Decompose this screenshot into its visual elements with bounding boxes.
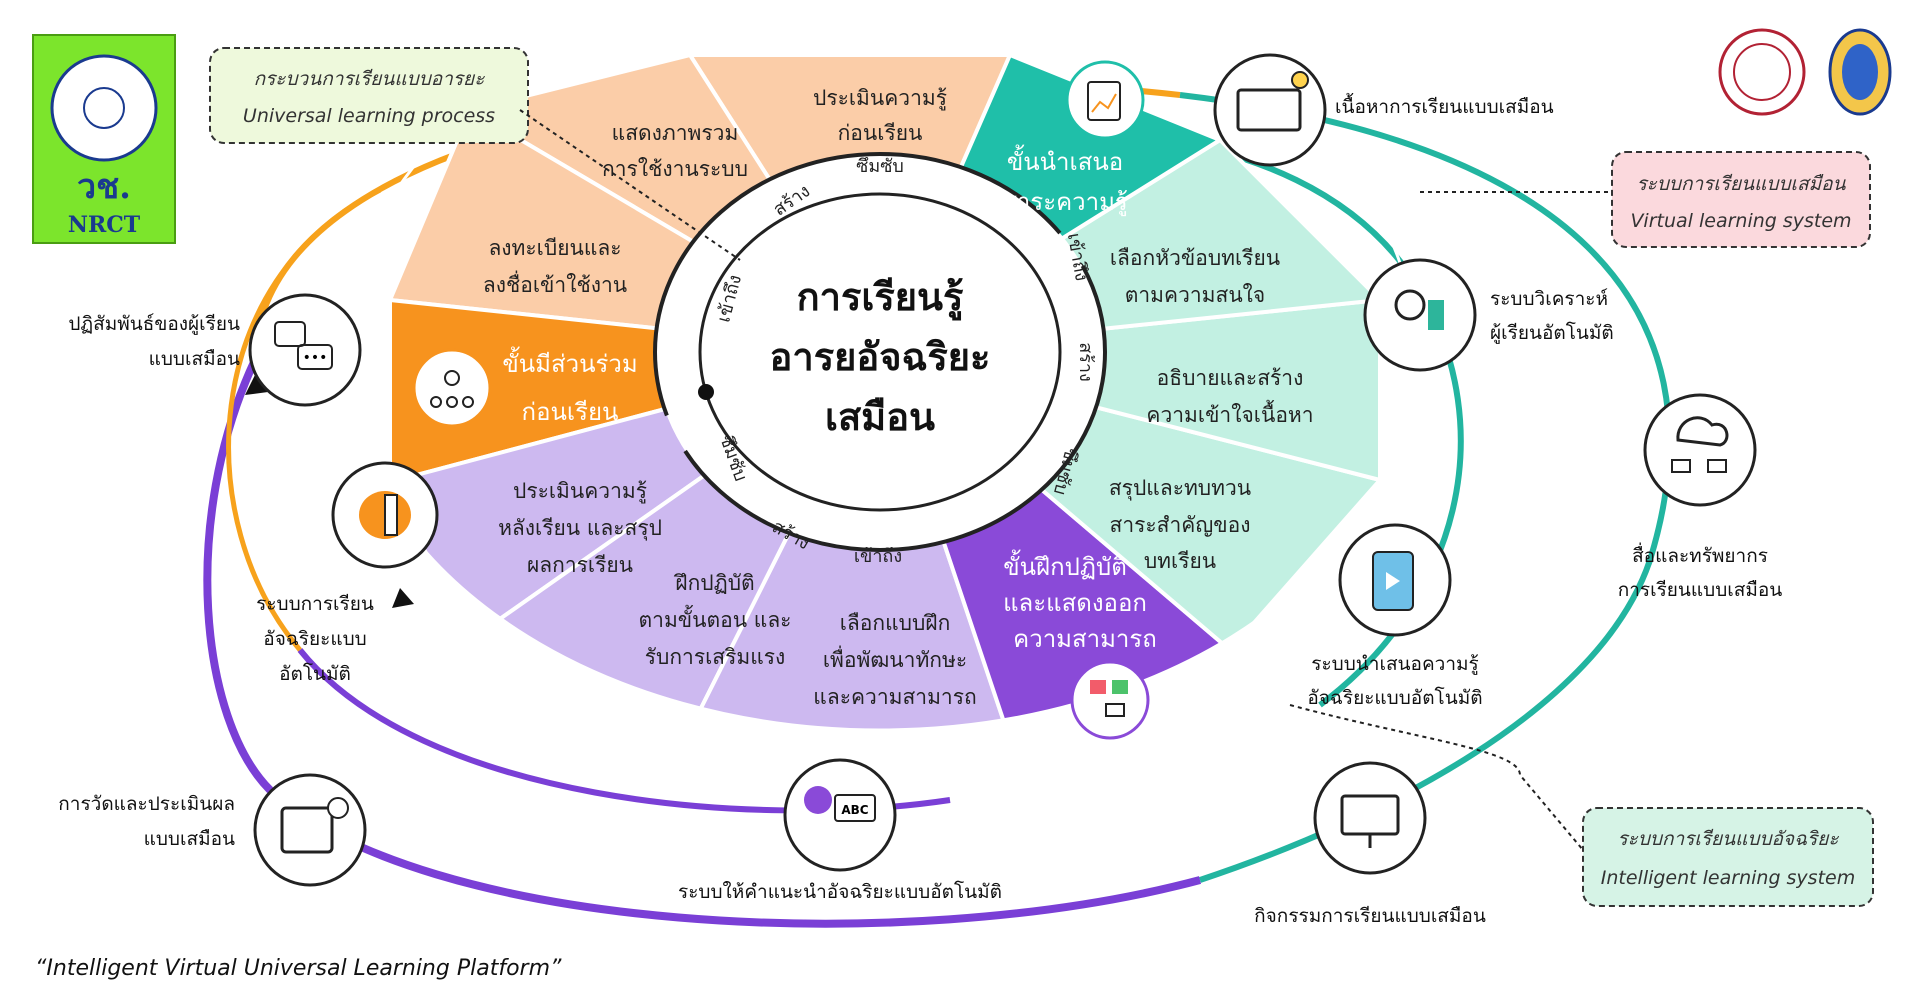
node-intelligent-system: ระบบการเรียน อัจฉริยะแบบ อัตโนมัติ	[256, 461, 439, 685]
seg-practice-l1: ฝึกปฏิบัติ	[673, 571, 754, 595]
node-interaction-label-2: แบบเสมือน	[149, 348, 240, 370]
node-interaction-label-1: ปฏิสัมพันธ์ของผู้เรียน	[68, 313, 240, 335]
node-intelligent-label-2: อัจฉริยะแบบ	[263, 628, 366, 650]
seg-pre-assessment-l1: ประเมินความรู้	[813, 86, 947, 111]
callout-intelligent-en: Intelligent learning system	[1601, 867, 1855, 889]
node-intelligent-label-1: ระบบการเรียน	[256, 593, 374, 615]
university-emblem-icon	[1828, 28, 1892, 116]
chart-report-icon	[1065, 60, 1145, 140]
node-presentation-label-2: อัจฉริยะแบบอัตโนมัติ	[1307, 686, 1482, 709]
handshake-team-icon	[412, 348, 492, 428]
node-media: สื่อและทรัพยากร การเรียนแบบเสมือน	[1618, 393, 1783, 601]
node-advice-label: ระบบให้คำแนะนำอัจฉริยะแบบอัตโนมัติ	[678, 880, 1002, 903]
callout-virtual-th: ระบบการเรียนแบบเสมือน	[1636, 173, 1846, 195]
node-interaction: ••• ปฏิสัมพันธ์ของผู้เรียน แบบเสมือน	[68, 293, 362, 407]
seg-post-assessment-l3: ผลการเรียน	[527, 553, 633, 577]
callout-virtual-en: Virtual learning system	[1630, 210, 1851, 232]
seg-select-exercise-l1: เลือกแบบฝึก	[840, 611, 951, 635]
seg-engage-main-l1: ขั้นมีส่วนร่วม	[502, 346, 637, 378]
seg-select-exercise-l3: และความสามารถ	[813, 685, 976, 709]
node-content-label: เนื้อหาการเรียนแบบเสมือน	[1335, 93, 1554, 118]
node-assessment-label-1: การวัดและประเมินผล	[58, 793, 235, 815]
node-analysis-label-1: ระบบวิเคราะห์	[1490, 288, 1608, 310]
seg-practice-l3: รับการเสริมแรง	[645, 645, 786, 669]
seg-overview-l2: การใช้งานระบบ	[602, 157, 748, 181]
seg-engage-main-l2: ก่อนเรียน	[522, 398, 619, 426]
callout-universal: กระบวนการเรียนแบบอารยะ Universal learnin…	[209, 47, 741, 261]
university-seal-icon	[1718, 28, 1806, 116]
robot-abc-icon	[804, 786, 832, 814]
ring-label-top-absorb: ซึมซับ	[856, 156, 904, 177]
chat-like-icon	[274, 321, 306, 347]
node-activity-label: กิจกรรมการเรียนแบบเสมือน	[1254, 905, 1486, 927]
seg-summary-l1: สรุปและทบทวน	[1109, 476, 1251, 501]
callout-universal-en: Universal learning process	[243, 105, 495, 127]
node-presentation: ระบบนำเสนอความรู้ อัจฉริยะแบบอัตโนมัติ	[1307, 523, 1483, 709]
callout-virtual: ระบบการเรียนแบบเสมือน Virtual learning s…	[1420, 151, 1871, 248]
seg-choose-topic-l2: ตามความสนใจ	[1125, 283, 1265, 307]
callout-universal-th: กระบวนการเรียนแบบอารยะ	[254, 68, 486, 90]
nrct-logo-en: NRCT	[68, 212, 141, 238]
nrct-logo: วช. NRCT	[32, 34, 176, 244]
node-intelligent-label-3: อัตโนมัติ	[279, 662, 351, 685]
seg-practice-l2: ตามขั้นตอน และ	[639, 605, 792, 632]
seg-select-exercise-l2: เพื่อพัฒนาทักษะ	[823, 645, 967, 672]
seg-choose-topic-l1: เลือกหัวข้อบทเรียน	[1110, 246, 1280, 270]
seg-register-l2: ลงชื่อเข้าใช้งาน	[483, 270, 627, 297]
svg-text:ABC: ABC	[841, 803, 868, 817]
ring-label-bottom-access: เข้าถึง	[854, 546, 902, 567]
seg-post-assessment-l1: ประเมินความรู้	[513, 479, 647, 504]
svg-text:•••: •••	[303, 350, 328, 366]
book-icon	[1236, 88, 1302, 132]
checklist-cursor-icon	[280, 806, 334, 854]
seg-practice-main-l1: ขั้นฝึกปฏิบัติ	[1003, 549, 1127, 581]
seg-register-l1: ลงทะเบียนและ	[488, 236, 621, 260]
center-title-line1: การเรียนรู้	[797, 275, 964, 321]
node-analysis-label-2: ผู้เรียนอัตโนมัติ	[1490, 321, 1614, 344]
node-activity: กิจกรรมการเรียนแบบเสมือน	[1254, 761, 1486, 927]
seg-explain-l2: ความเข้าใจเนื้อหา	[1146, 400, 1313, 427]
callout-intelligent-th: ระบบการเรียนแบบอัจฉริยะ	[1617, 828, 1839, 850]
center-circle	[698, 192, 1062, 512]
node-media-label-1: สื่อและทรัพยากร	[1632, 542, 1768, 567]
cloud-network-icon	[1676, 416, 1729, 447]
test-feedback-icon	[1070, 660, 1150, 740]
node-assessment-label-2: แบบเสมือน	[144, 828, 235, 850]
arrow-up-icon	[392, 588, 414, 608]
node-analysis: ระบบวิเคราะห์ ผู้เรียนอัตโนมัติ	[1363, 258, 1614, 372]
node-advice: ABC ระบบให้คำแนะนำอัจฉริยะแบบอัตโนมัติ	[678, 758, 1002, 903]
callout-intelligent: ระบบการเรียนแบบอัจฉริยะ Intelligent lear…	[1289, 704, 1874, 907]
seg-practice-main-l3: ความสามารถ	[1013, 625, 1157, 653]
node-assessment: การวัดและประเมินผล แบบเสมือน	[58, 773, 367, 887]
seg-summary-l3: บทเรียน	[1144, 549, 1216, 573]
node-content: เนื้อหาการเรียนแบบเสมือน	[1213, 53, 1554, 167]
ring-label-right-create: สร้าง	[1075, 342, 1096, 382]
seg-present-main-l2: สาระความรู้	[1002, 188, 1128, 217]
seg-post-assessment-l2: หลังเรียน และสรุป	[498, 516, 662, 541]
center-title-line2: อารยอัจฉริยะ	[770, 335, 991, 379]
seg-pre-assessment-l2: ก่อนเรียน	[838, 121, 923, 145]
node-media-label-2: การเรียนแบบเสมือน	[1618, 579, 1783, 601]
nrct-logo-th: วช.	[77, 167, 131, 207]
seg-overview-l1: แสดงภาพรวม	[612, 121, 739, 145]
seg-present-main-l1: ขั้นนำเสนอ	[1007, 144, 1123, 176]
seg-practice-main-l2: และแสดงออก	[1003, 589, 1147, 617]
lightbulb-icon	[1291, 71, 1309, 89]
footer-tagline: “Intelligent Virtual Universal Learning …	[35, 956, 562, 981]
arrow-up-icon	[245, 375, 268, 395]
seg-explain-l1: อธิบายและสร้าง	[1157, 366, 1304, 390]
learner-magnifier-icon	[1394, 289, 1426, 321]
center-title-line3: เสมือน	[825, 395, 935, 439]
node-presentation-label-1: ระบบนำเสนอความรู้	[1311, 653, 1478, 675]
seg-summary-l2: สาระสำคัญของ	[1110, 513, 1251, 537]
